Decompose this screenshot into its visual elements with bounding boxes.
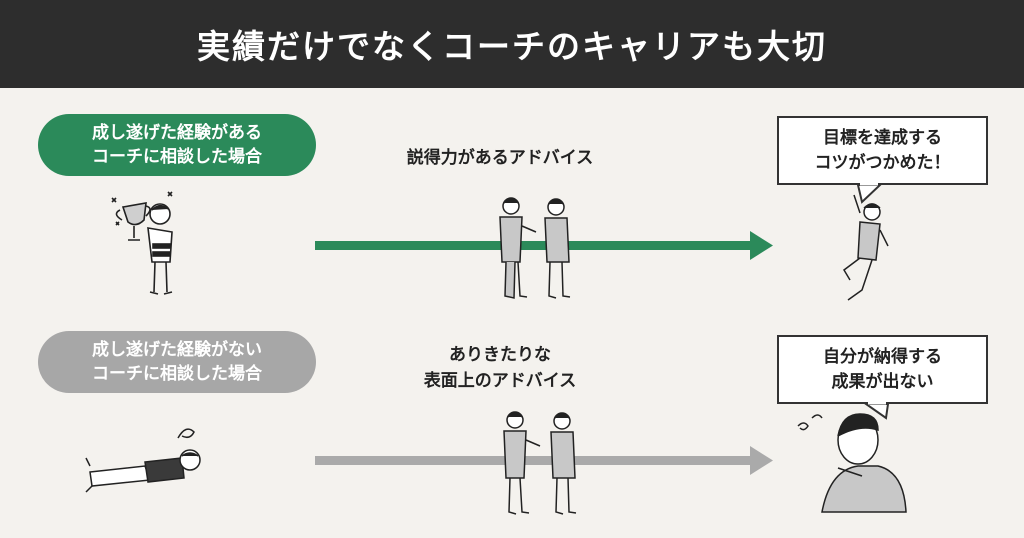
success-result-callout: 目標を達成する コツがつかめた！	[777, 116, 988, 185]
jumping-person-icon	[843, 194, 889, 301]
success-result-line2: コツがつかめた！	[814, 152, 951, 173]
trophy-person-icon	[111, 191, 173, 295]
no-success-pill-line2: コーチに相談した場合	[92, 364, 262, 384]
no-success-case-pill: 成し遂げた経験がない コーチに相談した場合	[38, 331, 316, 393]
no-success-pill-line1: 成し遂げた経験がない	[92, 340, 262, 360]
success-callout-tail	[856, 184, 883, 204]
coach-pair-icon-top	[499, 197, 571, 299]
success-pill-line1: 成し遂げた経験がある	[92, 123, 262, 143]
lying-person-icon	[85, 428, 201, 493]
success-pill-line2: コーチに相談した場合	[92, 147, 262, 167]
worried-person-icon	[797, 413, 907, 513]
no-success-advice-line1: ありきたりな	[449, 345, 551, 365]
success-case-pill: 成し遂げた経験がある コーチに相談した場合	[38, 114, 316, 176]
no-success-advice-label: ありきたりな 表面上のアドバイス	[380, 342, 620, 394]
no-success-result-line2: 成果が出ない	[831, 371, 934, 392]
coach-pair-icon-bottom	[503, 411, 577, 515]
page-title: 実績だけでなくコーチのキャリアも大切	[197, 27, 827, 66]
no-success-result-line1: 自分が納得する	[823, 346, 942, 367]
success-result-line1: 目標を達成する	[823, 127, 942, 148]
success-arrow	[315, 231, 773, 260]
no-success-arrow	[315, 446, 773, 475]
success-advice-label: 説得力があるアドバイス	[406, 148, 594, 168]
header-bar: 実績だけでなくコーチのキャリアも大切	[0, 0, 1024, 88]
no-success-result-callout: 自分が納得する 成果が出ない	[777, 335, 988, 404]
no-success-advice-line2: 表面上のアドバイス	[423, 371, 577, 391]
